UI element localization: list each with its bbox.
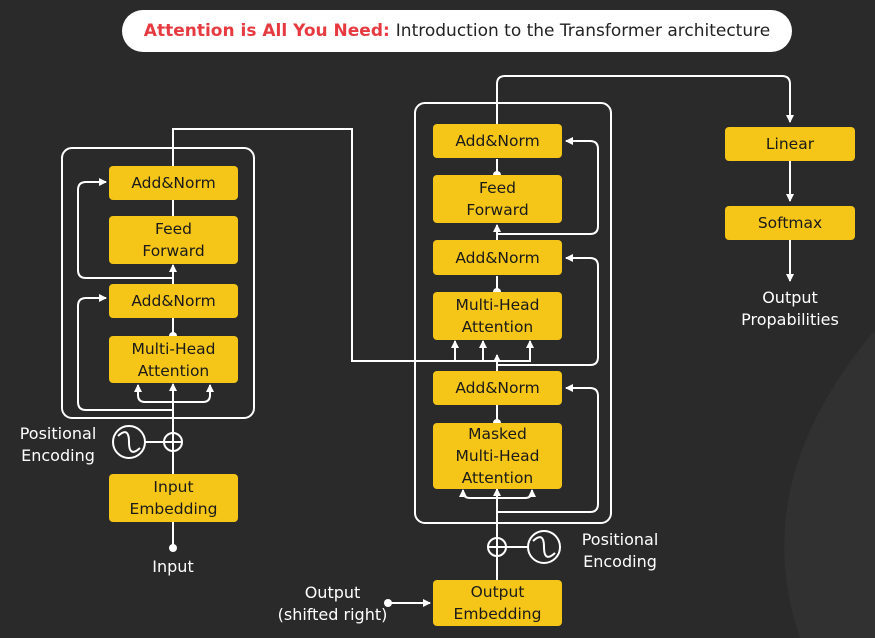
title-highlight: Attention is All You Need:: [143, 21, 390, 41]
encoder-block-frame: [61, 147, 255, 419]
encoder-multi-head-attention: Multi-Head Attention: [109, 336, 238, 383]
encoder-positional-encoding-label: Positional Encoding: [19, 424, 97, 465]
decoder-output-label: Output (shifted right): [277, 583, 388, 624]
title-text: Introduction to the Transformer architec…: [395, 21, 771, 41]
linear-layer: Linear: [725, 127, 855, 161]
softmax-layer: Softmax: [725, 206, 855, 240]
decoder-add-norm-bottom: Add&Norm: [433, 371, 562, 405]
encoder-input-embedding: Input Embedding: [109, 474, 238, 522]
decoder-add-norm-top: Add&Norm: [433, 124, 562, 158]
decoder-feed-forward: Feed Forward: [433, 175, 562, 223]
decoder-add-norm-middle: Add&Norm: [433, 240, 562, 275]
encoder-add-norm-top: Add&Norm: [109, 166, 238, 200]
encoder-input-label: Input: [152, 557, 194, 576]
output-probabilities-label: Output Propabilities: [741, 288, 839, 329]
encoder-add-norm-bottom: Add&Norm: [109, 284, 238, 318]
decoder-masked-multi-head-attention: Masked Multi-Head Attention: [433, 423, 562, 489]
decoder-multi-head-attention: Multi-Head Attention: [433, 292, 562, 340]
decoder-positional-encoding-label: Positional Encoding: [581, 530, 659, 571]
decoder-block-frame: [414, 102, 612, 524]
title-banner: Attention is All You Need: Introduction …: [122, 10, 792, 52]
decoder-output-embedding: Output Embedding: [433, 580, 562, 626]
encoder-feed-forward: Feed Forward: [109, 216, 238, 264]
